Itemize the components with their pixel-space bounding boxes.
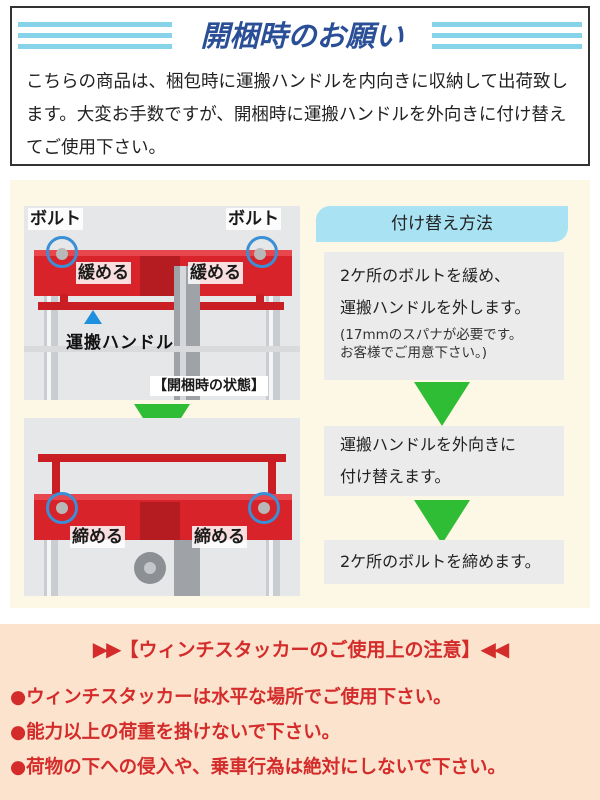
- tighten-label-right: 締める: [192, 526, 247, 548]
- down-arrow-icon: [414, 382, 470, 426]
- step-1: 2ケ所のボルトを緩め、 運搬ハンドルを外します。 (17mmのスパナが必要です。…: [324, 252, 564, 380]
- notice-title: 開梱時のお願い: [172, 18, 432, 54]
- right-triangle-icon: ▶▶: [92, 637, 122, 661]
- caution-panel: [0, 624, 600, 800]
- step-2-line-1: 運搬ハンドルを外向きに: [340, 435, 517, 454]
- step-2: 運搬ハンドルを外向きに 付け替えます。: [324, 426, 564, 496]
- bolt-label-right: ボルト: [226, 208, 281, 230]
- handle-label: 運搬ハンドル: [66, 333, 174, 353]
- step-1-line-2: 運搬ハンドルを外します。: [340, 298, 531, 317]
- bolt-highlight-circle: [46, 492, 78, 524]
- step-1-line-1: 2ケ所のボルトを緩め、: [340, 266, 511, 285]
- step-1-note-1: (17mmのスパナが必要です。: [340, 327, 523, 343]
- bolt-highlight-circle: [46, 236, 78, 268]
- caution-title: 【ウィンチスタッカーのご使用上の注意】: [119, 639, 481, 661]
- caution-heading: ▶▶【ウィンチスタッカーのご使用上の注意】◀◀: [0, 632, 600, 666]
- tighten-label-left: 締める: [70, 526, 125, 548]
- caution-item: ●能力以上の荷重を掛けないで下さい。: [10, 722, 341, 743]
- method-header: 付け替え方法: [316, 206, 568, 242]
- title-band: 開梱時のお願い: [12, 18, 588, 54]
- bolt-highlight-circle: [246, 236, 278, 268]
- loosen-label-left: 緩める: [76, 262, 131, 284]
- photo-assembled-state: 締める 締める: [24, 418, 300, 596]
- step-3: 2ケ所のボルトを締めます。: [324, 540, 564, 584]
- left-triangle-icon: ◀◀: [480, 637, 510, 661]
- step-3-text: 2ケ所のボルトを締めます。: [340, 552, 541, 571]
- caution-item: ●荷物の下への侵入や、乗車行為は絶対にしないで下さい。: [10, 757, 507, 778]
- packed-state-label: 【開梱時の状態】: [150, 376, 268, 396]
- stacker-assembled-image: [24, 418, 300, 596]
- loosen-label-right: 緩める: [188, 262, 243, 284]
- caution-item: ●ウィンチスタッカーは水平な場所でご使用下さい。: [10, 687, 452, 708]
- notice-body: こちらの商品は、梱包時に運搬ハンドルを内向きに収納して出荷致します。大変お手数で…: [26, 72, 568, 158]
- step-2-line-2: 付け替えます。: [340, 467, 451, 486]
- photo-packed-state: ボルト ボルト 緩める 緩める 運搬ハンドル 【開梱時の状態】: [24, 206, 300, 400]
- down-arrow-icon: [414, 500, 470, 544]
- stacker-packed-image: [24, 206, 300, 400]
- pointer-arrow-icon: [84, 310, 102, 324]
- step-1-note-2: お客様でご用意下さい。): [340, 345, 488, 361]
- unpacking-notice: 開梱時のお願い こちらの商品は、梱包時に運搬ハンドルを内向きに収納して出荷致しま…: [10, 6, 590, 166]
- bolt-label-left: ボルト: [28, 208, 83, 230]
- bolt-highlight-circle: [248, 492, 280, 524]
